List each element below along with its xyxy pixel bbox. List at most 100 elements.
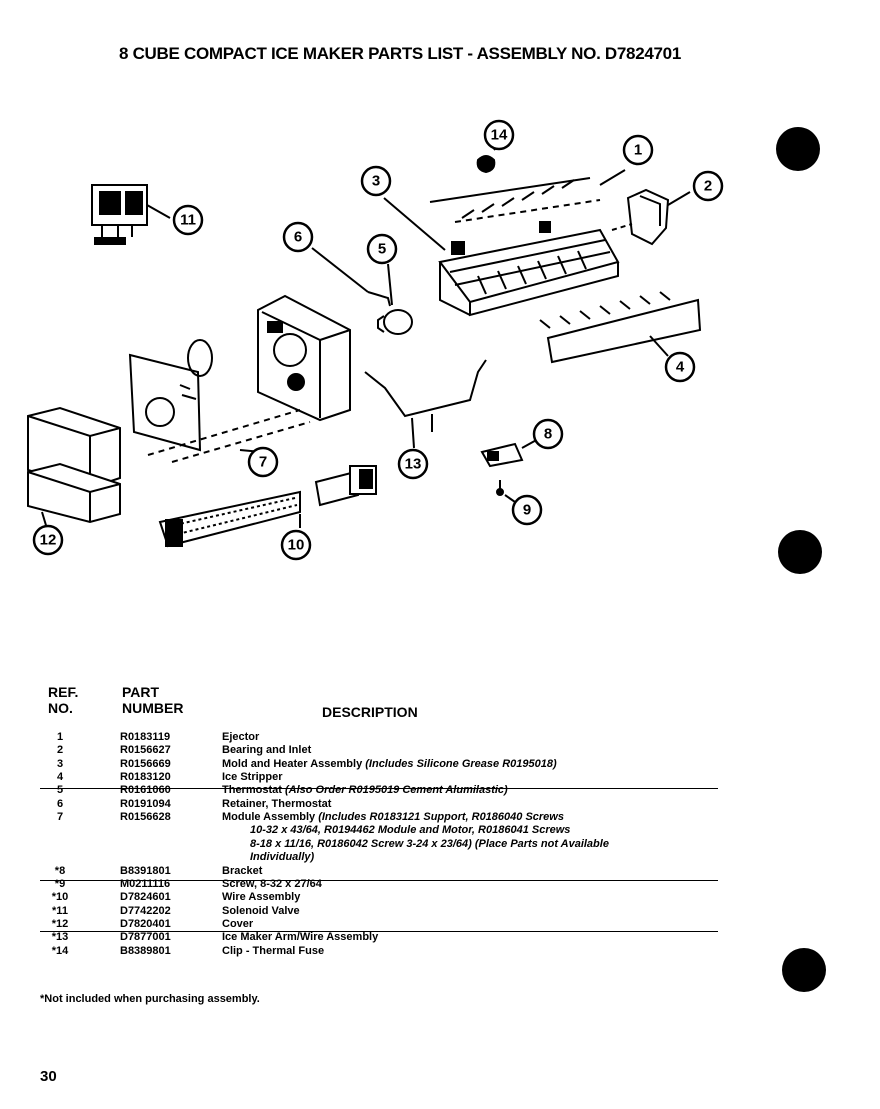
- description-cell: Solenoid Valve: [222, 905, 300, 917]
- table-row: 6 R0191094 Retainer, Thermostat: [40, 798, 740, 811]
- ice-maker-arm-drawing: [364, 359, 487, 449]
- screw-drawing: [496, 480, 516, 503]
- ref-no-cell: *8: [54, 865, 66, 877]
- part-number-cell: R0156627: [120, 744, 171, 756]
- ref-no-cell: *14: [51, 945, 69, 957]
- table-row: 3 R0156669 Mold and Heater Assembly (Inclu…: [40, 758, 740, 771]
- ref-no-cell: 6: [56, 798, 64, 810]
- table-row: 10-32 x 43/64, R0194462 Module and Motor…: [40, 824, 740, 837]
- table-row: 5 R0161060 Thermostat (Also Order R0195019…: [40, 784, 740, 797]
- table-row: Individually): [40, 851, 740, 864]
- ref-no-cell: *11: [52, 905, 68, 917]
- callout-13: 13: [405, 456, 422, 473]
- description-cell: Individually): [250, 851, 315, 863]
- page-number: 30: [40, 1068, 57, 1085]
- callout-14: 14: [491, 127, 508, 144]
- description-cell: Bearing and Inlet: [222, 744, 312, 756]
- description-cell: Mold and Heater Assembly (Includes Silic…: [222, 758, 557, 770]
- description-cell: 8-18 x 11/16, R0186042 Screw 3-24 x 23/6…: [250, 838, 609, 850]
- ref-no-cell: 5: [56, 784, 64, 796]
- callout-7: 7: [259, 454, 267, 471]
- part-number-cell: D7877001: [120, 931, 171, 943]
- ice-stripper-drawing: [539, 291, 702, 364]
- description-cell: Retainer, Thermostat: [222, 798, 332, 810]
- table-row: 7 R0156628 Module Assembly (Includes R0183…: [40, 811, 740, 824]
- ref-no-cell: 1: [56, 731, 64, 743]
- callout-2: 2: [704, 178, 712, 195]
- callout-9: 9: [523, 502, 531, 519]
- description-cell: 10-32 x 43/64, R0194462 Module and Motor…: [250, 824, 571, 836]
- mold-heater-drawing: [383, 197, 620, 317]
- callout-4: 4: [676, 359, 685, 376]
- table-row: 1 R0183119 Ejector: [40, 731, 740, 744]
- callout-10: 10: [288, 537, 305, 554]
- table-row: 2 R0156627 Bearing and Inlet: [40, 744, 740, 757]
- callout-3: 3: [372, 173, 380, 190]
- description-cell: Ejector: [222, 731, 260, 743]
- callout-numbers: 1 2 3 4 5 6 7 8 9 10 11 12 13 14: [40, 127, 713, 554]
- description-cell: Screw, 8-32 x 27/64: [222, 878, 322, 890]
- table-row: *10 D7824601 Wire Assembly: [40, 891, 740, 904]
- description-cell: Thermostat (Also Order R0195019 Cement A…: [222, 784, 508, 796]
- table-row: 4 R0183120 Ice Stripper: [40, 771, 740, 784]
- part-number-cell: D7824601: [120, 891, 171, 903]
- part-number-cell: R0183120: [120, 771, 171, 783]
- module-assembly-drawing: [128, 294, 351, 463]
- bearing-inlet-drawing: [611, 188, 691, 246]
- bracket-drawing: [480, 437, 541, 468]
- description-cell: Ice Maker Arm/Wire Assembly: [222, 931, 379, 943]
- description-cell: Module Assembly (Includes R0183121 Suppo…: [222, 811, 564, 823]
- table-row: *13 D7877001 Ice Maker Arm/Wire Assembly: [40, 931, 740, 944]
- description-header: DESCRIPTION: [322, 704, 418, 720]
- table-row: *11 D7742202 Solenoid Valve: [40, 905, 740, 918]
- page-title: 8 CUBE COMPACT ICE MAKER PARTS LIST - AS…: [119, 44, 681, 63]
- part-number-cell: B8391801: [120, 865, 171, 877]
- table-row: *14 B8389801 Clip - Thermal Fuse: [40, 945, 740, 958]
- callout-12: 12: [40, 532, 57, 549]
- binder-hole-bottom: [782, 948, 826, 992]
- table-rule: [40, 788, 718, 789]
- callout-11: 11: [180, 212, 196, 229]
- part-number-cell: R0191094: [120, 798, 171, 810]
- ref-no-cell: *9: [54, 878, 66, 890]
- solenoid-valve-drawing: [91, 184, 171, 245]
- callout-5: 5: [378, 241, 386, 258]
- description-cell: Wire Assembly: [222, 891, 301, 903]
- part-number-cell: R0183119: [120, 731, 171, 743]
- ref-no-header: REF. NO.: [48, 684, 79, 716]
- ref-no-cell: 3: [56, 758, 64, 770]
- description-cell: Bracket: [222, 865, 263, 877]
- part-number-cell: R0156669: [120, 758, 171, 770]
- thermostat-drawing: [377, 263, 413, 335]
- binder-hole-middle: [778, 530, 822, 574]
- ejector-drawing: [429, 169, 626, 223]
- ref-no-cell: 7: [56, 811, 64, 823]
- callout-1: 1: [634, 142, 642, 159]
- part-number-cell: B8389801: [120, 945, 171, 957]
- table-row: 8-18 x 11/16, R0186042 Screw 3-24 x 23/6…: [40, 838, 740, 851]
- ref-no-cell: 2: [56, 744, 64, 756]
- ref-no-cell: *10: [51, 891, 69, 903]
- part-number-cell: R0156628: [120, 811, 171, 823]
- wire-assembly-drawing: [158, 465, 377, 548]
- callout-8: 8: [544, 426, 552, 443]
- table-row: *8 B8391801 Bracket: [40, 865, 740, 878]
- ref-no-cell: *13: [51, 931, 69, 943]
- exploded-parts-diagram: 1 2 3 4 5 6 7 8 9 10 11 12 13 14: [27, 119, 724, 561]
- description-cell: Cover: [222, 918, 254, 930]
- part-number-cell: R0161060: [120, 784, 171, 796]
- callout-6: 6: [294, 229, 302, 246]
- ref-no-cell: 4: [56, 771, 64, 783]
- table-rule: [40, 880, 718, 881]
- binder-hole-top: [776, 127, 820, 171]
- description-cell: Clip - Thermal Fuse: [222, 945, 325, 957]
- retainer-thermostat-drawing: [311, 247, 391, 307]
- part-number-cell: D7820401: [120, 918, 171, 930]
- part-number-header: PART NUMBER: [122, 684, 184, 716]
- description-cell: Ice Stripper: [222, 771, 283, 783]
- footnote: *Not included when purchasing assembly.: [40, 993, 260, 1005]
- table-rule: [40, 931, 718, 932]
- part-number-cell: D7742202: [120, 905, 171, 917]
